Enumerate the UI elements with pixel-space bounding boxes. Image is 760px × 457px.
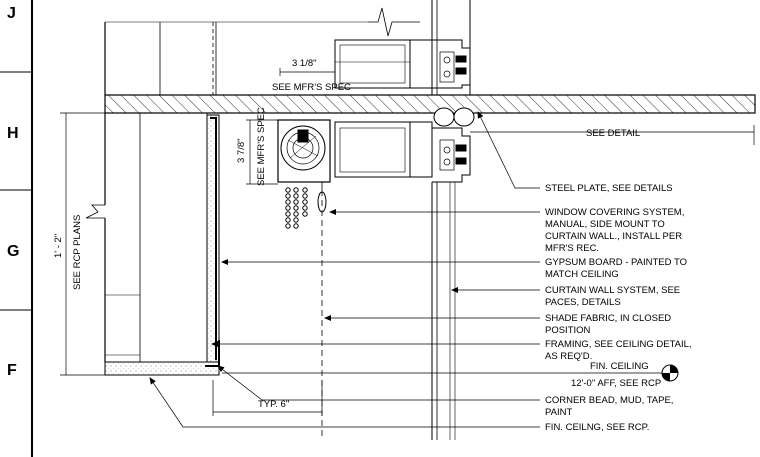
dimension-top-3-1-8: 3 1/8" xyxy=(279,58,336,76)
dimension-typ-6: TYP. 6" xyxy=(212,380,323,416)
spec-label-rcp: SEE RCP PLANS xyxy=(72,215,83,290)
callout-fin-ceilng-rcp: FIN. CEILNG, SEE RCP. xyxy=(545,422,649,433)
callout-window-covering-3: CURTAIN WALL., INSTALL PER xyxy=(545,231,682,242)
dimension-overall-height xyxy=(60,112,105,376)
callout-window-covering-2: MANUAL, SIDE MOUNT TO xyxy=(545,219,665,230)
callout-see-detail: SEE DETAIL xyxy=(586,128,640,139)
upper-mullion-profile xyxy=(334,39,471,89)
callout-gypsum-2: MATCH CEILING xyxy=(545,269,619,280)
callout-corner-bead-1: CORNER BEAD, MUD, TAPE, xyxy=(545,395,673,406)
slab xyxy=(104,94,756,127)
curtain-wall-verticals xyxy=(321,182,456,440)
callout-corner-bead-2: PAINT xyxy=(545,407,572,418)
dim-typ-label: TYP. 6" xyxy=(258,399,289,410)
spec-label-top: SEE MFR'S SPEC xyxy=(272,82,351,93)
callout-framing-1: FRAMING, SEE CEILING DETAIL, xyxy=(545,339,692,350)
callout-window-covering-1: WINDOW COVERING SYSTEM, xyxy=(545,207,684,218)
callout-steel-plate: STEEL PLATE, SEE DETAILS xyxy=(545,183,673,194)
callout-window-covering-4: MFR'S REC. xyxy=(545,243,599,254)
upper-wall-framing xyxy=(104,0,471,95)
lower-mullion-profile xyxy=(334,121,471,183)
spec-label-side: SEE MFR'S SPEC xyxy=(256,107,267,186)
grid-label-f: F xyxy=(7,362,17,379)
grid-label-h: H xyxy=(7,125,19,142)
soffit-framing xyxy=(85,112,208,362)
ceiling-elevation-symbol xyxy=(661,364,679,382)
grid-strip: J H G F xyxy=(0,0,33,457)
callout-shade-fabric-1: SHADE FABRIC, IN CLOSED xyxy=(545,313,671,324)
grid-label-j: J xyxy=(7,5,16,22)
dim-side-label: 3 7/8" xyxy=(236,138,247,163)
callout-curtain-wall-1: CURTAIN WALL SYSTEM, SEE xyxy=(545,285,680,296)
callout-shade-fabric-2: POSITION xyxy=(545,325,591,336)
gypsum-board xyxy=(104,114,220,376)
dim-top-label: 3 1/8" xyxy=(292,58,317,69)
callout-framing-2: AS REQ'D. xyxy=(545,351,592,362)
leader-lines xyxy=(149,111,755,428)
dim-overall-label: 1' - 2" xyxy=(53,234,64,258)
callout-gypsum-1: GYPSUM BOARD - PAINTED TO xyxy=(545,257,687,268)
dimension-side-3-7-8 xyxy=(246,119,278,185)
grid-label-g: G xyxy=(7,243,19,260)
callout-aff: 12'-0" AFF, SEE RCP xyxy=(571,378,661,389)
callout-fin-ceiling: FIN. CEILING xyxy=(590,361,649,372)
roller-shade-unit xyxy=(277,119,331,229)
callout-curtain-wall-2: PACES, DETAILS xyxy=(545,297,621,308)
